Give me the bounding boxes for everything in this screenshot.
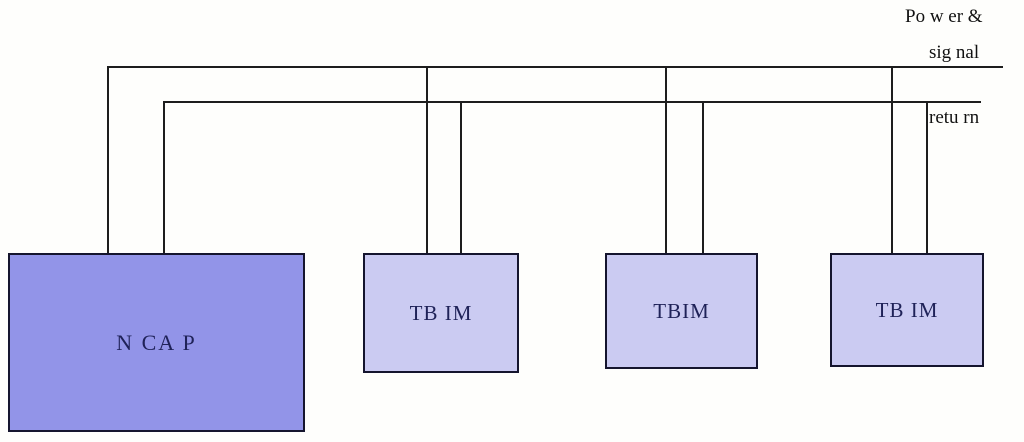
tbim-node-2-label: TBIM [653,298,710,323]
tbim-node-1: TB IM [363,253,519,373]
tbim-node-1-label: TB IM [409,300,473,325]
ncap-return-drop-line [163,101,165,253]
power-signal-bus-label-line2: sig nal [929,42,980,63]
ncap-node-label: N CA P [116,329,197,355]
tbim-node-3-label: TB IM [875,297,939,322]
tbim3-return-drop-line [926,101,928,253]
tbim2-power-drop-line [665,66,667,253]
power-signal-bus-label-line1: Po w er & [905,6,983,27]
tbim-node-3: TB IM [830,253,984,367]
tbim3-power-drop-line [891,66,893,253]
return-bus-line [163,101,981,103]
ncap-node: N CA P [8,253,305,432]
tbim1-return-drop-line [460,101,462,253]
ncap-power-drop-line [107,66,109,253]
return-bus-label: retu rn [929,107,980,128]
tbim1-power-drop-line [426,66,428,253]
power-signal-bus-line [107,66,1003,68]
tbim-node-2: TBIM [605,253,758,369]
tbim2-return-drop-line [702,101,704,253]
